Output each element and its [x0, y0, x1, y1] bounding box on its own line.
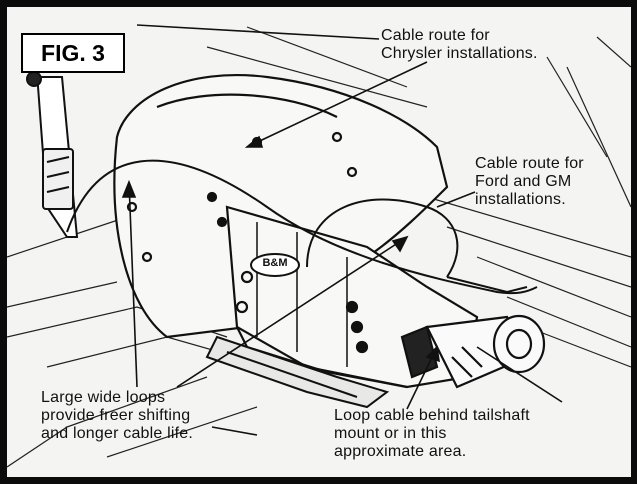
badge-text: B&M	[262, 257, 288, 269]
diagram-canvas: FIG. 3 Cable route for Chrysler installa…	[7, 7, 631, 477]
figure-label: FIG. 3	[21, 33, 125, 73]
callout-tailshaft-loop: Loop cable behind tailshaft mount or in …	[334, 407, 530, 460]
callout-large-loops: Large wide loops provide freer shifting …	[41, 389, 194, 442]
shift-cable	[66, 159, 538, 295]
transmission-illustration	[7, 24, 631, 468]
cable-route-chrysler-line	[66, 159, 538, 295]
brand-badge	[250, 253, 300, 277]
callout-leaders	[121, 24, 563, 436]
shifter-bracket	[26, 71, 79, 238]
oil-pan	[205, 335, 390, 409]
callout-chrysler-route: Cable route for Chrysler installations.	[381, 27, 538, 62]
cable-route-ford-gm-line	[306, 198, 459, 278]
callout-ford-gm-route: Cable route for Ford and GM installation…	[475, 155, 584, 208]
tailshaft	[400, 314, 546, 389]
floor-hatching	[7, 26, 631, 468]
